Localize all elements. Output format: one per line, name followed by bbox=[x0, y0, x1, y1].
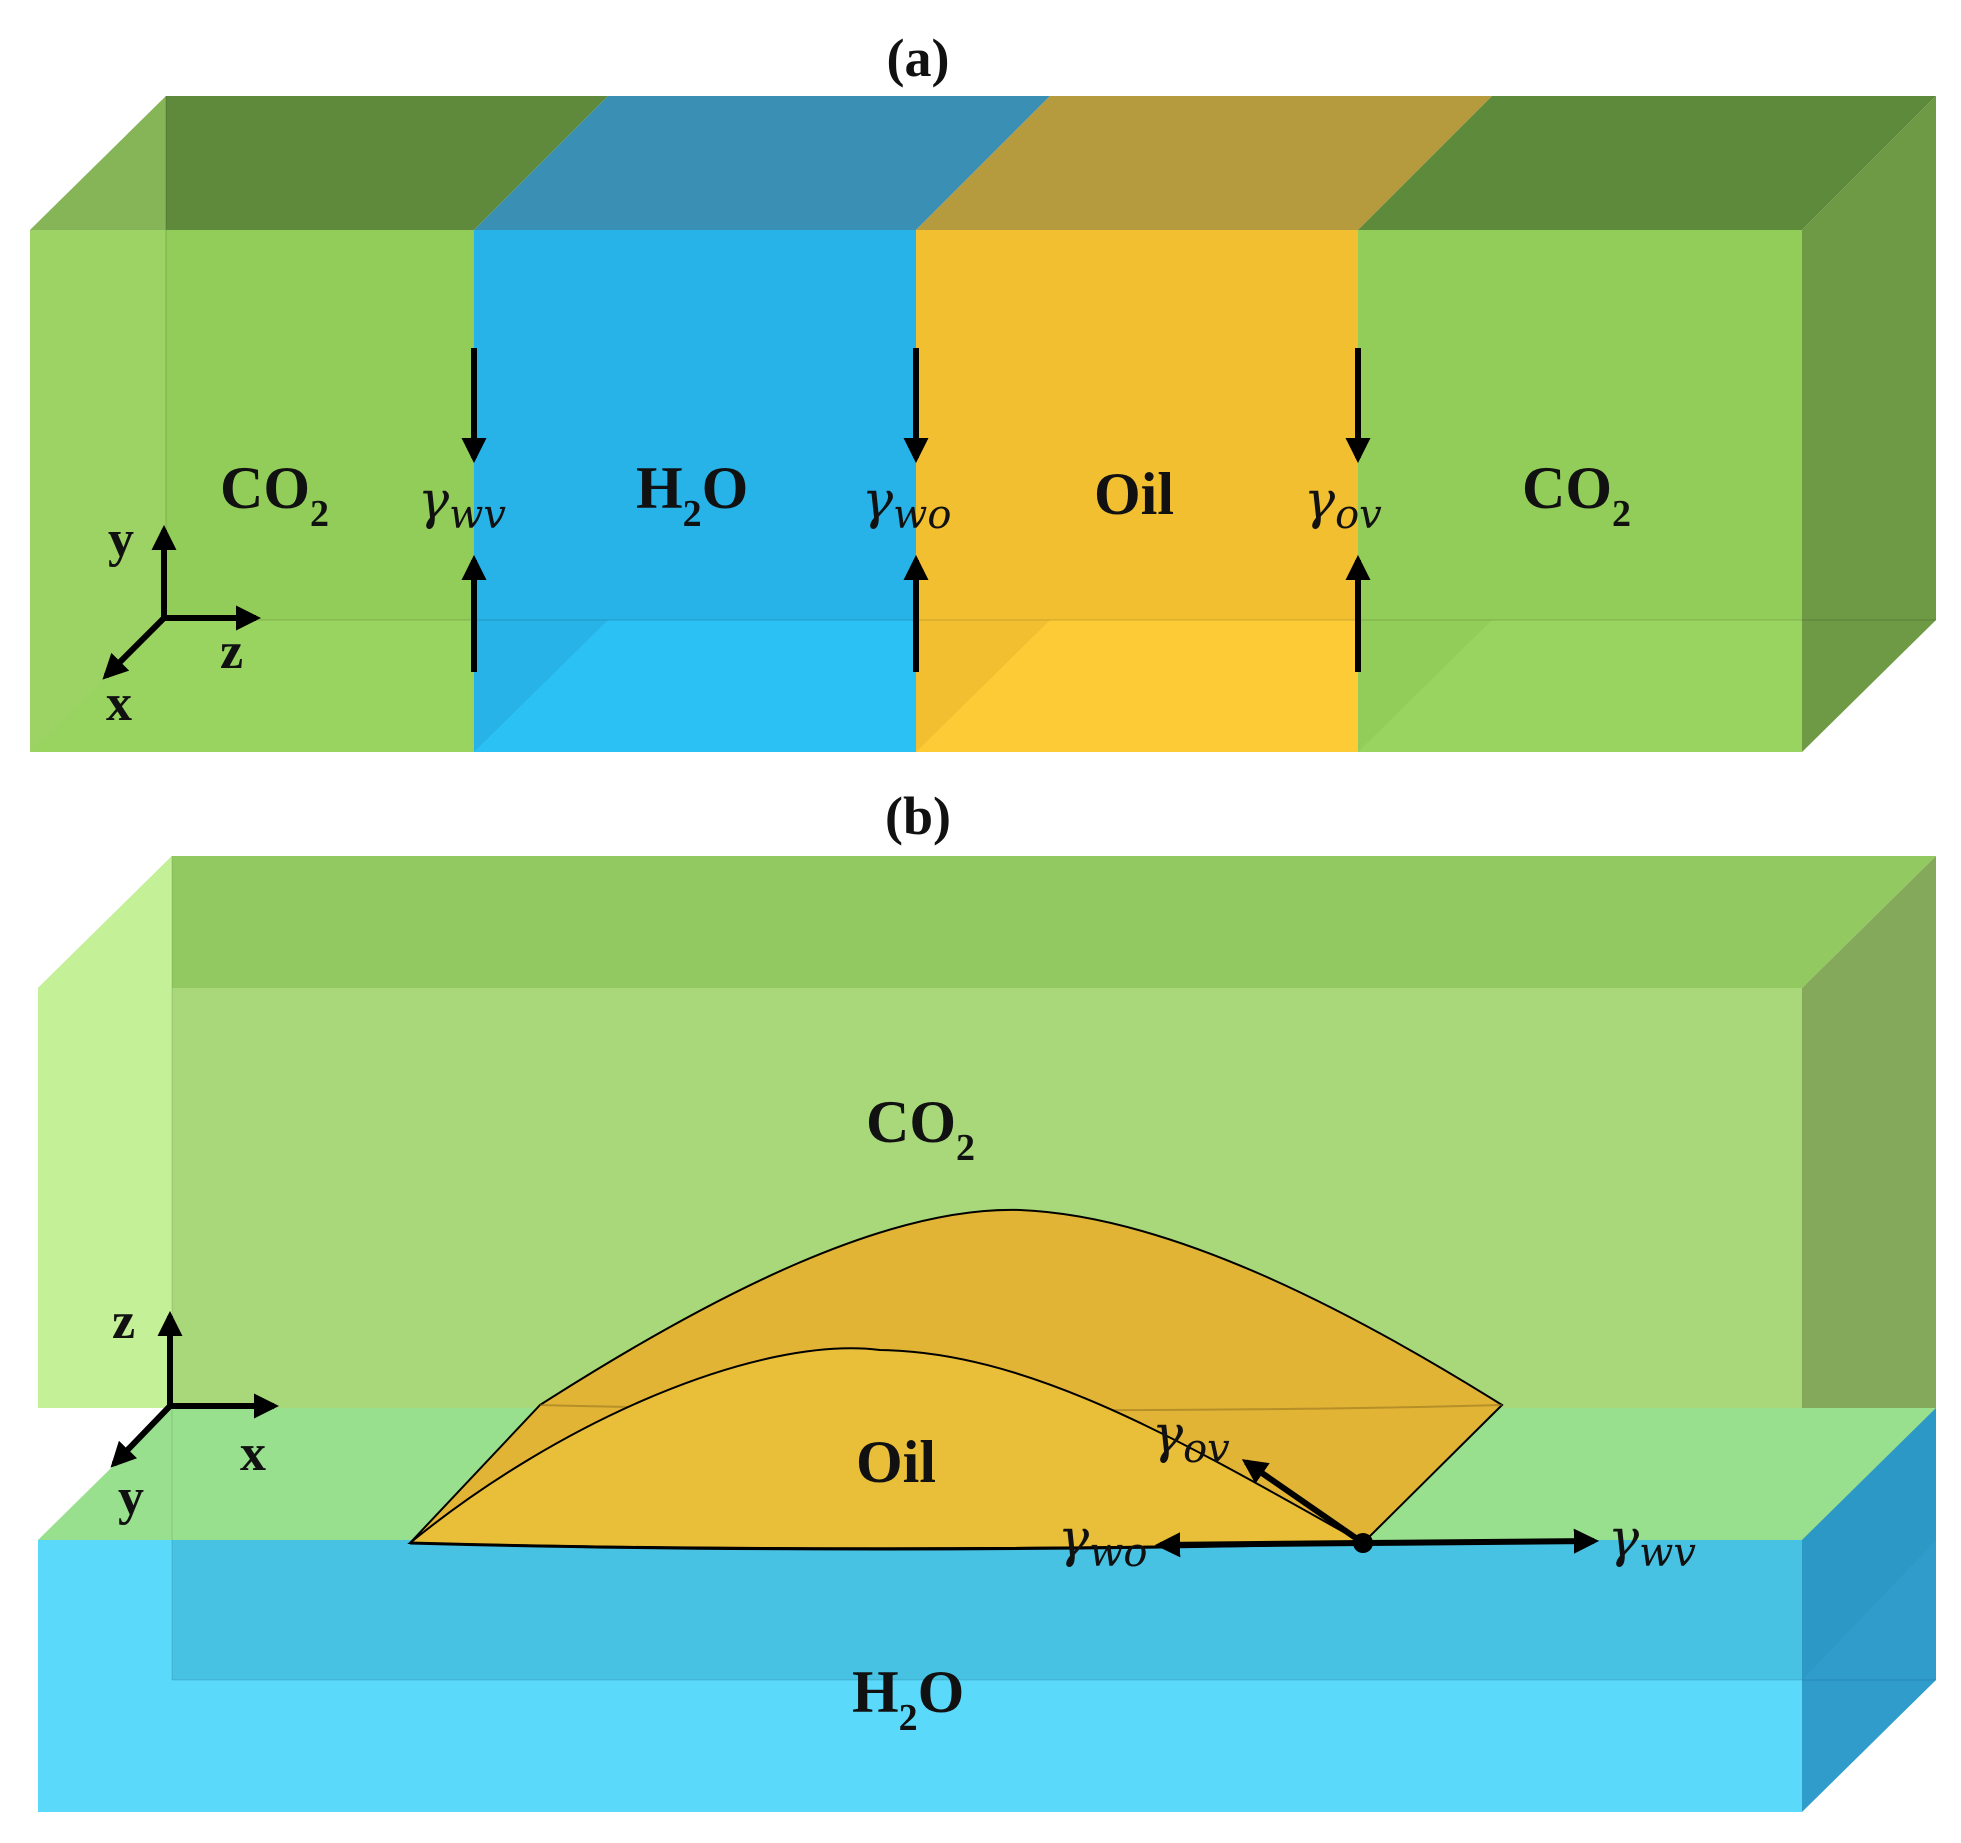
panel-a-axis-y-label: y bbox=[108, 511, 134, 568]
panel-a-phase-label-co2-left: CO2 bbox=[220, 455, 329, 535]
panel-b-gamma-wo: γwo bbox=[1058, 1509, 1147, 1576]
panel-a-phase-label-co2-right: CO2 bbox=[1522, 455, 1631, 535]
panel-a-phase-label-water: H2O bbox=[636, 455, 748, 535]
panel-b-gamma-ov: γov bbox=[1152, 1405, 1230, 1472]
panel-b-axes bbox=[110, 1310, 280, 1468]
panel-a-title: (a) bbox=[887, 28, 950, 88]
panel-a-oil-block bbox=[916, 96, 1492, 752]
panel-b-phase-label-water: H2O bbox=[852, 1659, 964, 1739]
panel-b-axis-z-label: z bbox=[112, 1293, 135, 1350]
panel-b-axis-x-label: x bbox=[240, 1425, 266, 1482]
panel-b-phase-label-co2: CO2 bbox=[866, 1089, 975, 1169]
panel-a-phase-label-oil: Oil bbox=[1094, 461, 1174, 527]
panel-a-gamma-ov: γov bbox=[1304, 471, 1382, 538]
contact-point bbox=[1353, 1533, 1373, 1553]
panel-b-water-region bbox=[38, 1408, 1936, 1812]
arrow-gamma-wo bbox=[1154, 1532, 1364, 1558]
panel-a-co2-right-block bbox=[1358, 96, 1936, 752]
arrow-gamma-wv bbox=[1362, 1528, 1600, 1554]
panel-a-axes bbox=[102, 524, 262, 680]
panel-a-tension-arrows bbox=[461, 348, 1371, 672]
panel-a-gamma-wv: γwv bbox=[418, 471, 506, 538]
panel-b-inner-edges bbox=[171, 856, 1936, 1681]
arrow-gamma-ov bbox=[1241, 1459, 1365, 1546]
panel-b-axis-y-label: y bbox=[118, 1469, 144, 1526]
panel-a: (a) bbox=[30, 28, 1936, 752]
panel-a-axis-x-label: x bbox=[106, 675, 132, 732]
panel-b-phase-label-oil: Oil bbox=[856, 1429, 936, 1495]
panel-a-water-block bbox=[474, 96, 1050, 752]
panel-a-gamma-wo: γwo bbox=[862, 471, 951, 538]
panel-b-force-arrows bbox=[1154, 1459, 1600, 1558]
panel-b: (b) bbox=[38, 786, 1936, 1812]
panel-a-axis-z-label: z bbox=[220, 623, 243, 680]
panel-b-gamma-wv: γwv bbox=[1608, 1509, 1696, 1576]
oil-droplet bbox=[407, 1208, 1504, 1551]
panel-b-title: (b) bbox=[885, 786, 951, 846]
